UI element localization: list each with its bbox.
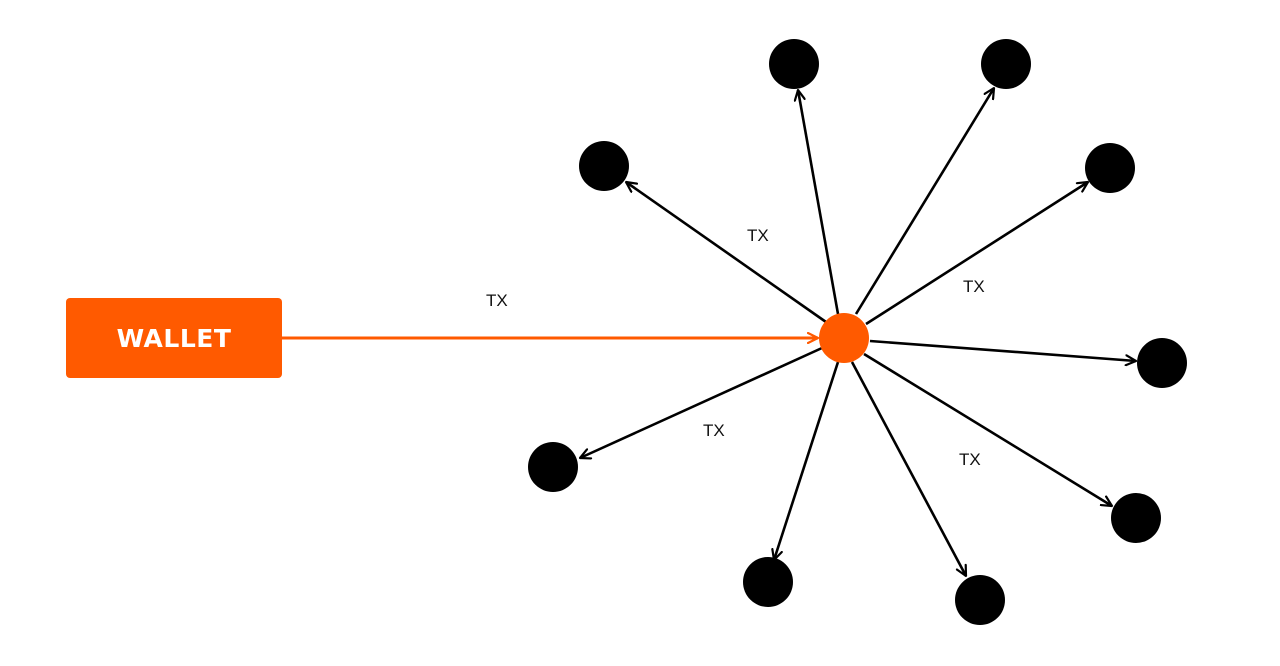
edge-to-node-left: [580, 346, 823, 458]
edge-to-node-upper-right: [865, 182, 1088, 326]
leaf-nodes: [528, 39, 1187, 625]
leaf-node-lower-right: [1111, 493, 1161, 543]
tx-label-wallet-edge: TX: [486, 291, 508, 310]
tx-label-lower-left: TX: [703, 421, 725, 440]
edge-to-node-top-right: [854, 88, 996, 315]
leaf-node-bottom-right: [955, 575, 1005, 625]
leaf-node-upper-right: [1085, 143, 1135, 193]
tx-label-lower-right: TX: [959, 450, 981, 469]
wallet-label: WALLET: [116, 323, 232, 353]
edge-to-node-lower-right: [863, 352, 1112, 508]
fanout-edges: [580, 88, 1136, 576]
tx-label-upper-right: TX: [963, 277, 985, 296]
edge-to-node-bottom: [774, 361, 840, 560]
edge-to-node-top-left: [626, 182, 827, 324]
leaf-node-top-left: [579, 141, 629, 191]
leaf-node-top: [769, 39, 819, 89]
hub-node: [819, 313, 869, 363]
leaf-node-left: [528, 442, 578, 492]
leaf-node-right: [1137, 338, 1187, 388]
wallet-box: WALLET: [66, 298, 282, 378]
edge-to-node-top: [798, 90, 840, 315]
tx-label-upper-left: TX: [747, 226, 769, 245]
leaf-node-bottom: [743, 557, 793, 607]
edge-to-node-right: [869, 339, 1136, 361]
edge-to-node-bottom-right: [850, 361, 968, 576]
leaf-node-top-right: [981, 39, 1031, 89]
